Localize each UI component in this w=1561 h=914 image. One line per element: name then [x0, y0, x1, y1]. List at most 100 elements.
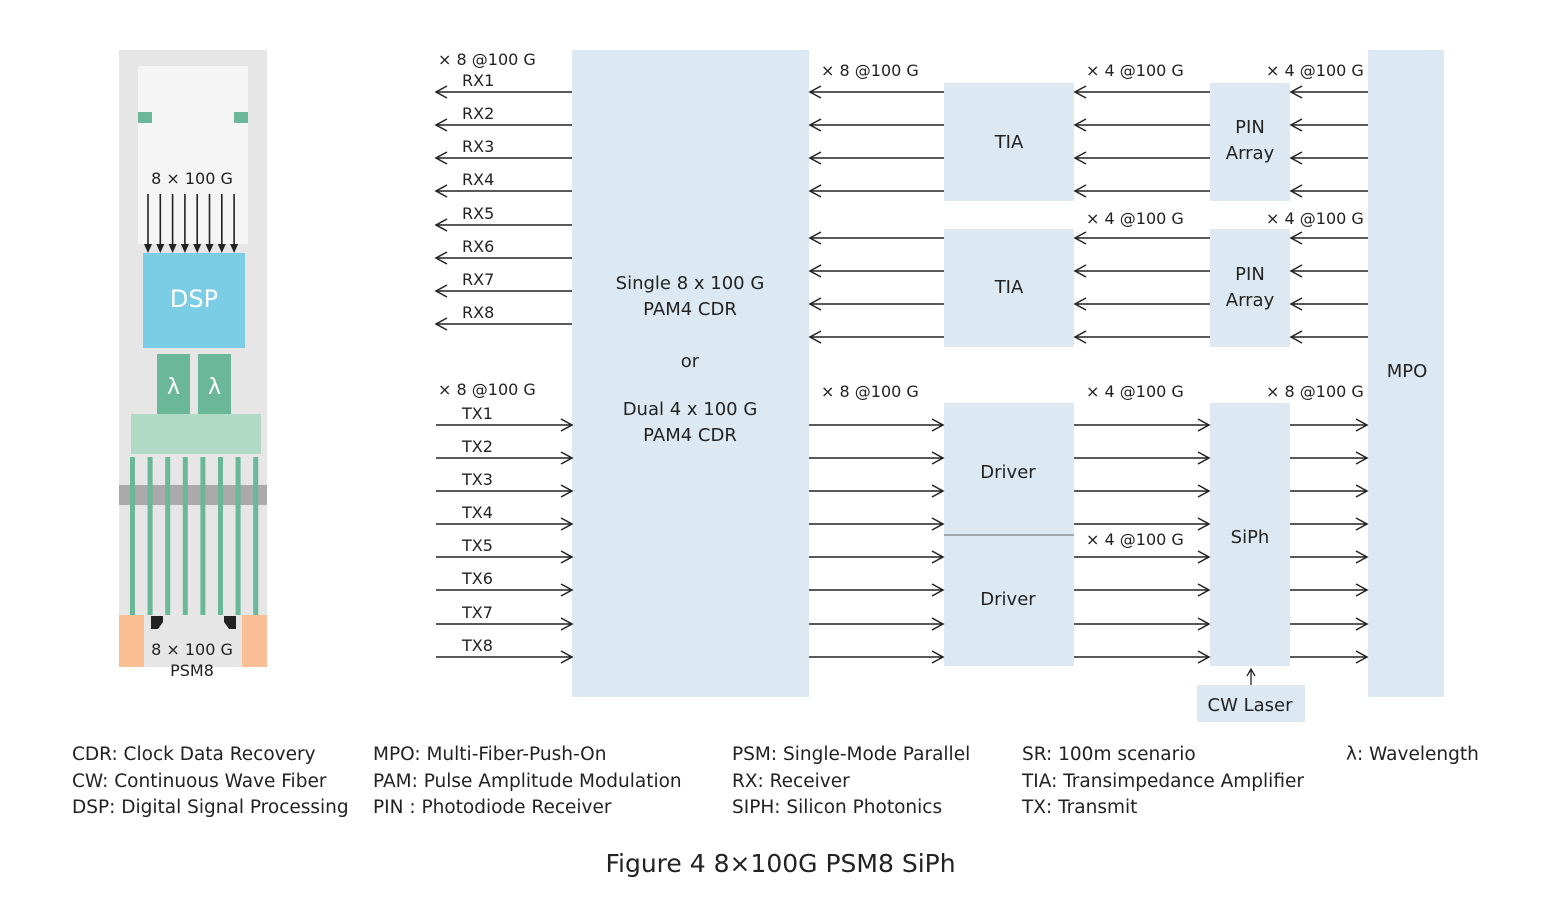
tia-label-upper: TIA: [994, 132, 1024, 153]
module-input-arrowhead: [205, 244, 214, 253]
tx-channel-label: TX2: [461, 437, 493, 456]
tx-channel-label: TX3: [461, 470, 493, 489]
rate-label-driver-siph-upper: × 4 @100 G: [1086, 382, 1184, 401]
module-input-arrowhead: [156, 244, 165, 253]
legend-item-cdr: CDR: Clock Data Recovery: [72, 744, 316, 765]
legend-column-1: CDR: Clock Data Recovery CW: Continuous …: [72, 742, 349, 822]
connector-key-left: [151, 616, 163, 629]
siph-label: SiPh: [1231, 527, 1270, 548]
module-fiber: [235, 457, 241, 615]
cdr-block: [572, 50, 809, 697]
transceiver-module: 8 × 100 G DSP λ λ 8 × 100 G PSM8: [119, 50, 267, 680]
pin-label-upper-line2: Array: [1226, 143, 1275, 164]
legend-item-tx: TX: Transmit: [1022, 797, 1138, 818]
dsp-label: DSP: [170, 285, 218, 313]
pin-label-lower-line1: PIN: [1235, 264, 1265, 285]
mpo-label: MPO: [1387, 361, 1428, 382]
rx-channel-label: RX5: [462, 204, 494, 223]
rx-channel-label: RX4: [462, 170, 494, 189]
rx-channel-label: RX2: [462, 104, 494, 123]
tx-channel-label: TX8: [461, 636, 493, 655]
pin-array-block-upper: [1210, 83, 1290, 201]
cw-laser-label: CW Laser: [1208, 695, 1294, 716]
connector-key-right: [224, 616, 236, 629]
legend-item-lambda: λ: Wavelength: [1346, 744, 1479, 765]
cdr-text-line3: or: [681, 351, 700, 372]
module-top-label: 8 × 100 G: [151, 169, 233, 188]
rx-channel-label: RX8: [462, 303, 494, 322]
pin-label-upper-line1: PIN: [1235, 117, 1265, 138]
legend-item-pam: PAM: Pulse Amplitude Modulation: [373, 770, 682, 792]
figure-caption: Figure 4 8×100G PSM8 SiPh: [605, 849, 956, 878]
cdr-text-line2: PAM4 CDR: [643, 299, 737, 320]
tia-block-upper: [944, 83, 1074, 201]
rx-channel-label: RX7: [462, 270, 494, 289]
module-fiber: [182, 457, 188, 615]
legend-item-sr: SR: 100m scenario: [1022, 744, 1196, 765]
cdr-text-line1: Single 8 x 100 G: [616, 273, 765, 294]
module-fiber: [165, 457, 171, 615]
rate-label-pin-mpo-upper: × 4 @100 G: [1266, 61, 1364, 80]
driver-label-lower: Driver: [980, 589, 1036, 610]
rx-channel-label: RX3: [462, 137, 494, 156]
cdr-text-line5: PAM4 CDR: [643, 425, 737, 446]
legend-item-mpo: MPO: Multi-Fiber-Push-On: [373, 744, 607, 765]
module-input-arrowhead: [230, 244, 239, 253]
rate-label-driver-siph-lower: × 4 @100 G: [1086, 530, 1184, 549]
tx-group-rate-label: × 8 @100 G: [438, 380, 536, 399]
module-fiber: [200, 457, 206, 615]
module-fiber: [218, 457, 223, 615]
legend-item-cw: CW: Continuous Wave Fiber: [72, 770, 327, 792]
legend-column-4: SR: 100m scenario TIA: Transimpedance Am…: [1022, 742, 1304, 822]
legend-item-psm: PSM: Single-Mode Parallel: [732, 744, 971, 765]
module-fiber: [253, 457, 259, 615]
module-fiber: [147, 457, 153, 615]
mpo-block: [1368, 50, 1444, 697]
module-input-arrowhead: [180, 244, 189, 253]
legend-item-siph: SIPH: Silicon Photonics: [732, 797, 943, 818]
tx-channel-label: TX1: [461, 404, 493, 423]
legend-item-pin: PIN : Photodiode Receiver: [373, 797, 612, 818]
module-fibers: [130, 457, 259, 615]
channel-labels: RX1RX2RX3RX4RX5RX6RX7RX8TX1TX2TX3TX4TX5T…: [461, 71, 494, 655]
rate-label-cdr-driver-tx: × 8 @100 G: [821, 382, 919, 401]
legend-column-2: MPO: Multi-Fiber-Push-On PAM: Pulse Ampl…: [373, 742, 682, 822]
module-input-arrowhead: [217, 244, 226, 253]
module-contact-pad-right: [234, 112, 248, 123]
lambda-label-left: λ: [167, 375, 180, 400]
module-input-arrowhead: [168, 244, 177, 253]
rate-label-tia-pin-upper: × 4 @100 G: [1086, 61, 1184, 80]
rate-label-cdr-tia-rx: × 8 @100 G: [821, 61, 919, 80]
module-fiber: [130, 457, 135, 615]
tia-block-lower: [944, 229, 1074, 347]
tx-channel-label: TX6: [461, 569, 493, 588]
legend-column-5: λ: Wavelength: [1346, 742, 1479, 769]
cdr-text-line4: Dual 4 x 100 G: [623, 399, 758, 420]
legend-item-dsp: DSP: Digital Signal Processing: [72, 797, 349, 818]
pin-label-lower-line2: Array: [1226, 290, 1275, 311]
dsp-block: [143, 253, 245, 348]
module-bottom-label-line1: 8 × 100 G: [151, 640, 233, 659]
siph-block: [1210, 403, 1290, 666]
mux-block: [131, 414, 261, 454]
module-input-lines: [144, 194, 239, 253]
connector-right: [242, 615, 267, 667]
lambda-block-right: [198, 354, 231, 416]
pin-array-block-lower: [1210, 229, 1290, 347]
tx-channel-label: TX4: [461, 503, 493, 522]
legend-item-tia: TIA: Transimpedance Amplifier: [1022, 770, 1304, 792]
signal-arrows: [434, 85, 1369, 664]
lambda-block-left: [157, 354, 190, 416]
rx-channel-label: RX6: [462, 237, 494, 256]
rx-group-rate-label: × 8 @100 G: [438, 50, 536, 69]
legend-item-rx: RX: Receiver: [732, 770, 850, 792]
module-contact-pad-left: [138, 112, 152, 123]
driver-label-upper: Driver: [980, 462, 1036, 483]
rx-channel-label: RX1: [462, 71, 494, 90]
module-input-arrowhead: [193, 244, 202, 253]
module-input-arrowhead: [144, 244, 152, 253]
rate-label-tia-pin-lower: × 4 @100 G: [1086, 209, 1184, 228]
lambda-label-right: λ: [208, 375, 221, 400]
legend-column-3: PSM: Single-Mode Parallel RX: Receiver S…: [732, 742, 970, 822]
module-bottom-label-line2: PSM8: [170, 661, 214, 680]
